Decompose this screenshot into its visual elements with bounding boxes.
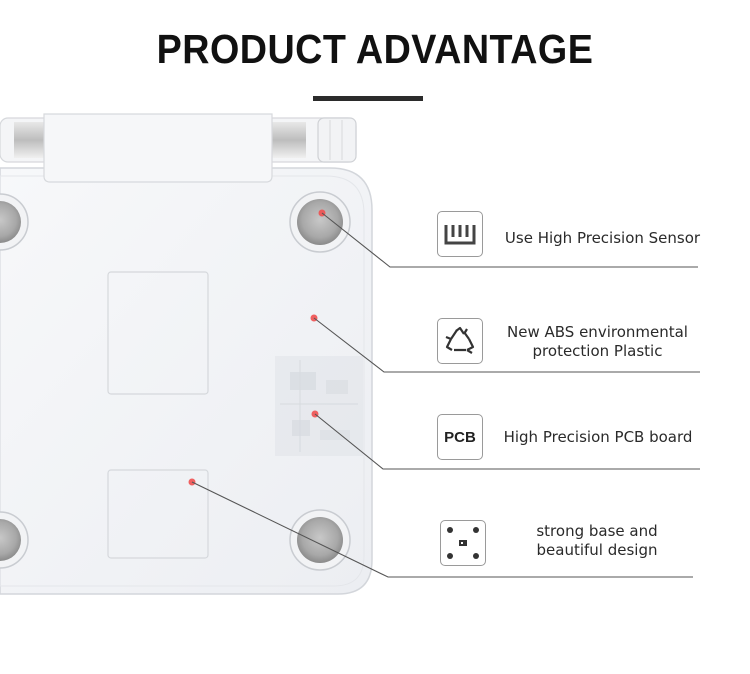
recycle-icon	[437, 318, 483, 364]
feature-abs-line1: New ABS environmental	[507, 323, 688, 341]
title-underline	[313, 96, 423, 101]
pcb-icon: PCB	[437, 414, 483, 460]
sensor-icon	[437, 211, 483, 257]
page-title: PRODUCT ADVANTAGE	[156, 26, 594, 72]
feature-base-line1: strong base and	[536, 522, 658, 540]
feature-abs-line2: protection Plastic	[532, 342, 663, 360]
base-icon	[440, 520, 486, 566]
feature-sensor-text: Use High Precision Sensor	[504, 229, 701, 247]
pcb-icon-label: PCB	[444, 428, 476, 446]
feature-base-line2: beautiful design	[536, 541, 658, 559]
feature-pcb-text: High Precision PCB board	[503, 428, 693, 446]
feature-abs-text: New ABS environmental protection Plastic	[495, 323, 700, 361]
feature-base-text: strong base and beautiful design	[497, 522, 697, 560]
